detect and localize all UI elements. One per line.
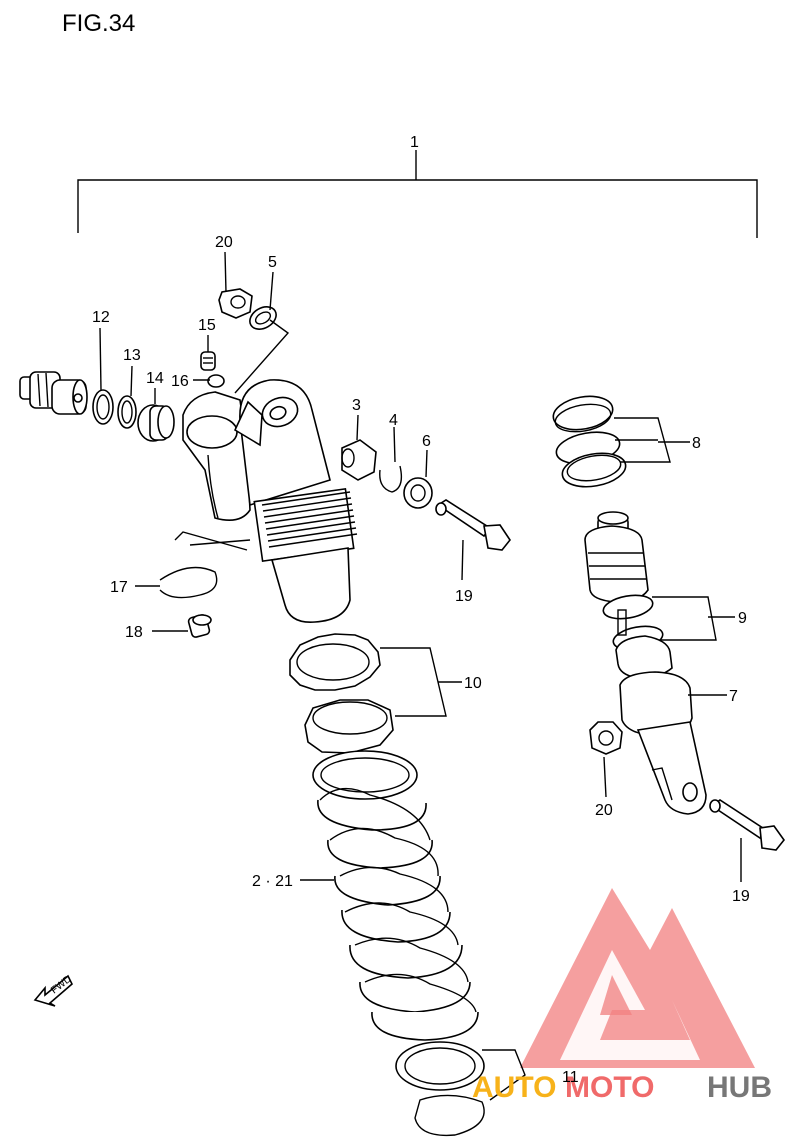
figure-title: FIG.34 (62, 10, 136, 37)
bump-stopper-8 (552, 395, 627, 488)
nut-20-top (218, 288, 253, 319)
label-13: 13 (123, 347, 141, 364)
shock-body (182, 379, 358, 623)
bolt-19-top (435, 499, 511, 551)
label-7: 7 (729, 688, 738, 705)
part-labels: 1 20 5 12 15 13 14 16 3 4 6 8 17 19 18 9… (92, 134, 750, 905)
label-20-bottom: 20 (595, 802, 613, 819)
label-12: 12 (92, 309, 110, 326)
label-19-top: 19 (455, 588, 473, 605)
valve-15 (200, 351, 216, 371)
clevis-7 (615, 635, 707, 815)
washer-5 (249, 306, 277, 330)
adjuster-nut-10-lower (304, 699, 394, 754)
label-15: 15 (198, 317, 216, 334)
label-4: 4 (389, 412, 398, 429)
adjuster-nut-10-upper (289, 633, 381, 691)
washer-6 (403, 477, 433, 509)
watermark-auto: AUTO (472, 1071, 556, 1104)
o-ring-4 (379, 465, 403, 493)
label-8: 8 (692, 435, 701, 452)
label-17: 17 (110, 579, 128, 596)
spring-seat-11 (395, 1041, 485, 1137)
watermark-logo (520, 888, 755, 1068)
o-ring-12 (92, 389, 114, 425)
leader-lines (99, 251, 742, 1101)
assembly-bracket (77, 150, 758, 238)
label-3: 3 (352, 397, 361, 414)
label-10: 10 (464, 675, 482, 692)
o-ring-17 (159, 531, 251, 599)
cap-16 (207, 374, 225, 388)
bump-rubber (584, 511, 649, 603)
coil-spring (312, 750, 479, 1041)
label-5: 5 (268, 254, 277, 271)
cap-18 (187, 614, 212, 638)
adjuster-bolt (19, 371, 88, 415)
bolt-19-bottom (709, 799, 786, 851)
watermark-hub: HUB (707, 1071, 772, 1104)
watermark-moto: MOTO (565, 1071, 654, 1104)
label-18: 18 (125, 624, 143, 641)
label-1: 1 (410, 134, 419, 151)
label-19-bottom: 19 (732, 888, 750, 905)
label-11: 11 (562, 1069, 579, 1086)
label-16: 16 (171, 373, 189, 390)
spacer-3 (341, 439, 377, 481)
fwd-arrow-icon: FWD (33, 974, 74, 1007)
label-9: 9 (738, 610, 747, 627)
o-ring-13 (117, 395, 137, 429)
nut-20-bottom (589, 721, 623, 755)
label-2-21: 2 · 21 (252, 873, 293, 890)
label-14: 14 (146, 370, 164, 387)
watermark-text: AUTO MOTO HUB (472, 1071, 772, 1104)
bushing-14 (137, 404, 175, 442)
label-6: 6 (422, 433, 431, 450)
label-20-top: 20 (215, 234, 233, 251)
